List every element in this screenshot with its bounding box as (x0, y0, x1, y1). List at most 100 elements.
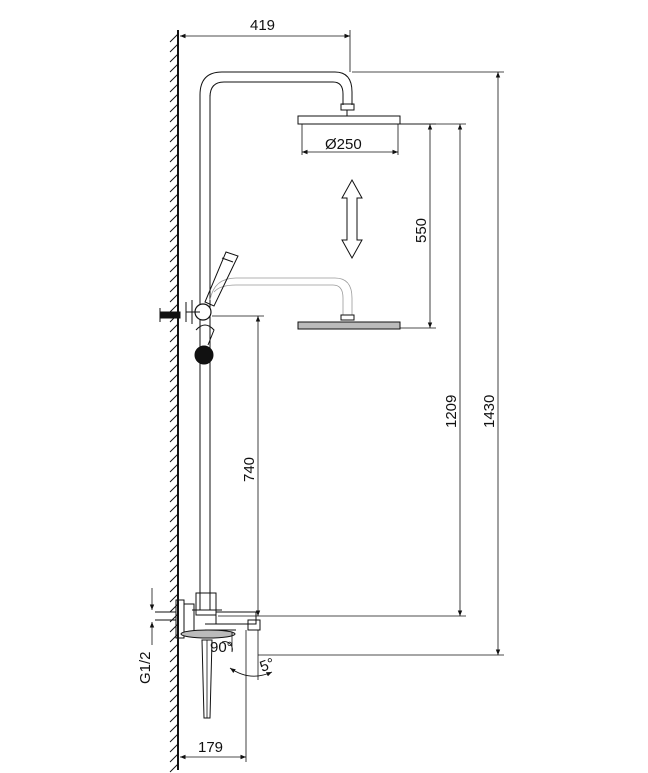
hatch-line (169, 483, 179, 493)
label-bottom-depth: 179 (198, 739, 223, 756)
hatch-line (169, 643, 179, 653)
hatch-line (169, 743, 179, 753)
hatch-line (169, 563, 179, 573)
hatch-line (169, 503, 179, 513)
hatch-line (169, 133, 179, 143)
hatch-line (169, 683, 179, 693)
hatch-line (169, 603, 179, 613)
hatch-line (169, 183, 179, 193)
hatch-line (169, 383, 179, 393)
hatch-line (169, 213, 179, 223)
overhead-arm (199, 71, 355, 116)
hatch-line (169, 73, 179, 83)
label-top-width: 419 (250, 17, 275, 34)
hatch-line (169, 513, 179, 523)
hatch-line (169, 223, 179, 233)
hatch-line (169, 343, 179, 353)
dim-thread: G1/2 (137, 588, 155, 684)
hatch-line (169, 613, 179, 623)
label-head-diameter: Ø250 (325, 136, 362, 153)
hatch-line (169, 103, 179, 113)
hatch-line (169, 463, 179, 473)
hatch-line (169, 283, 179, 293)
hatch-line (169, 33, 179, 43)
hatch-line (169, 83, 179, 93)
hatch-line (169, 693, 179, 703)
hatch-line (169, 653, 179, 663)
hatch-line (169, 173, 179, 183)
label-thread: G1/2 (137, 651, 154, 684)
overhead-arm-lowered (209, 277, 355, 321)
hatch-line (169, 593, 179, 603)
hatch-line (169, 443, 179, 453)
hatch-line (169, 553, 179, 563)
hatch-line (169, 273, 179, 283)
hatch-line (169, 543, 179, 553)
label-spout-angle: 90° (210, 639, 233, 656)
label-total-height: 1430 (481, 395, 498, 428)
hatch-line (169, 733, 179, 743)
dim-holder-height: 740 (212, 315, 264, 616)
mixer-valve (155, 592, 261, 719)
hatch-line (169, 203, 179, 213)
angle-90-marker (221, 632, 233, 653)
hatch-line (169, 143, 179, 153)
hatch-line (169, 93, 179, 103)
hatch-line (169, 583, 179, 593)
hatch-line (169, 353, 179, 363)
hatch-line (169, 633, 179, 643)
wall (169, 30, 179, 773)
label-slide-travel: 550 (413, 218, 430, 243)
hatch-line (169, 663, 179, 673)
hatch-line (169, 473, 179, 483)
hatch-line (169, 113, 179, 123)
hatch-line (169, 753, 179, 763)
hatch-line (169, 333, 179, 343)
hatch-line (169, 623, 179, 633)
hatch-line (169, 523, 179, 533)
shower-head-lower (297, 321, 401, 330)
label-tilt-angle: 5° (258, 655, 277, 676)
hatch-line (169, 153, 179, 163)
hatch-line (169, 163, 179, 173)
hatch-line (169, 433, 179, 443)
adjustment-arrow (341, 178, 363, 260)
slider-knob (194, 324, 215, 365)
hatch-line (169, 303, 179, 313)
hatch-line (169, 393, 179, 403)
hatch-line (169, 573, 179, 583)
dim-total-height: 1430 (258, 71, 504, 656)
dim-slide-travel: 550 (400, 123, 436, 329)
dim-top-width: 419 (180, 17, 351, 72)
hatch-line (169, 233, 179, 243)
hatch-line (169, 363, 179, 373)
hatch-line (169, 293, 179, 303)
hatch-line (169, 63, 179, 73)
hatch-line (169, 413, 179, 423)
wall-hatching (169, 33, 179, 773)
hatch-line (169, 323, 179, 333)
hatch-line (169, 253, 179, 263)
label-inlet-to-head: 1209 (443, 395, 460, 428)
dim-bottom-depth: 179 (180, 630, 247, 762)
hatch-line (169, 703, 179, 713)
hatch-line (169, 53, 179, 63)
hatch-line (169, 43, 179, 53)
label-holder-height: 740 (241, 457, 258, 482)
hatch-line (169, 243, 179, 253)
hatch-line (169, 493, 179, 503)
dim-inlet-to-head: 1209 (218, 123, 466, 617)
dim-head-diameter: Ø250 (302, 136, 398, 155)
hatch-line (169, 713, 179, 723)
hand-shower (159, 251, 239, 324)
hatch-line (169, 533, 179, 543)
hatch-line (169, 263, 179, 273)
hatch-line (169, 723, 179, 733)
hatch-line (169, 453, 179, 463)
hatch-line (169, 763, 179, 773)
hatch-line (169, 193, 179, 203)
hatch-line (169, 123, 179, 133)
hatch-line (169, 673, 179, 683)
hatch-line (169, 373, 179, 383)
